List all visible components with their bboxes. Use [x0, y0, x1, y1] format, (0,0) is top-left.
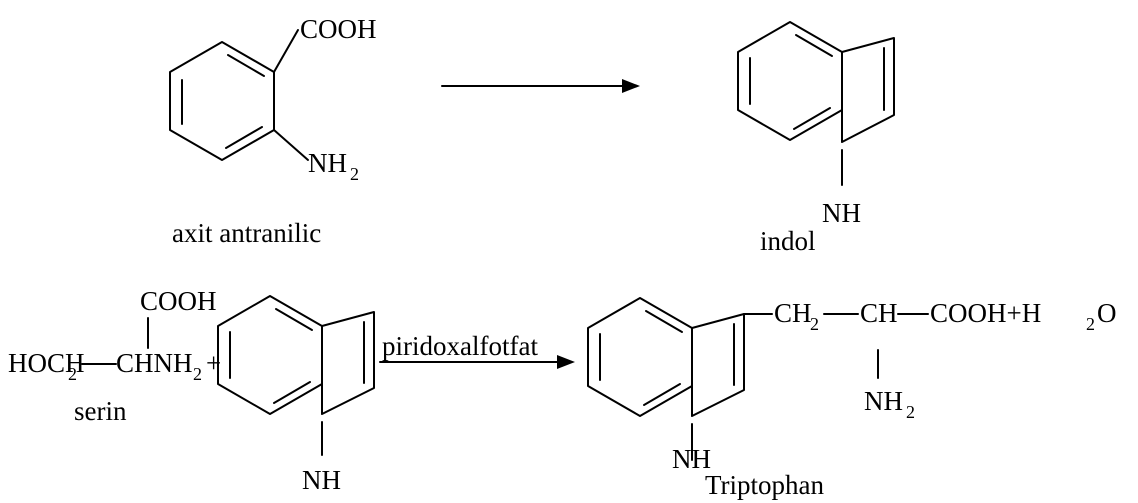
indole-reactant-nh-label: NH	[302, 465, 341, 495]
tryptophan-nh-label: NH	[672, 444, 711, 474]
benzene-ring	[587, 297, 693, 417]
serine-caption: serin	[74, 396, 127, 426]
tryptophan-nh2-sub: 2	[906, 402, 915, 422]
five-membered-ring	[321, 311, 375, 415]
anthranilic-acid-caption: axit antranilic	[172, 218, 321, 248]
five-membered-ring	[691, 313, 745, 417]
tryptophan-h2o-sub: 2	[1086, 314, 1095, 334]
serine-hoch-sub: 2	[68, 364, 77, 384]
indole-structure	[737, 21, 895, 186]
indole-reactant-structure	[217, 295, 375, 456]
five-membered-ring	[841, 37, 895, 143]
aromatic-double-bond	[275, 308, 313, 331]
aromatic-double-bond	[793, 107, 831, 130]
aromatic-double-bond	[227, 54, 265, 77]
tryptophan-h2o-end: O	[1097, 298, 1117, 328]
tryptophan-ch-label: CH	[860, 298, 898, 328]
benzene-ring	[169, 41, 275, 161]
aromatic-double-bond	[795, 34, 833, 57]
serine-cooh-label: COOH	[140, 286, 217, 316]
serine-chnh-main: CHNH	[116, 348, 193, 378]
aromatic-double-bond	[645, 310, 683, 333]
tryptophan-structure	[587, 297, 773, 461]
nh2-bond	[273, 129, 309, 161]
cooh-bond	[273, 29, 299, 73]
cooh-label: COOH	[300, 14, 377, 44]
nh2-label-sub: 2	[350, 164, 359, 184]
tryptophan-nh2-main: NH	[864, 386, 903, 416]
aromatic-double-bond	[225, 126, 263, 149]
indole-caption: indol	[760, 226, 816, 256]
serine-chnh-sub: 2	[193, 364, 202, 384]
benzene-ring	[217, 295, 323, 415]
serine-hoch-main: HOCH	[8, 348, 85, 378]
nh2-label-main: NH	[308, 148, 347, 178]
tryptophan-ch2-sub: 2	[810, 314, 819, 334]
tryptophan-caption: Triptophan	[705, 470, 825, 500]
indole-nh-label: NH	[822, 198, 861, 228]
tryptophan-ch2-main: CH	[774, 298, 812, 328]
aromatic-double-bond	[643, 383, 681, 406]
reaction-arrow-2	[379, 355, 575, 369]
benzene-ring	[737, 21, 843, 141]
aromatic-double-bond	[273, 381, 311, 404]
reaction-arrow-1	[441, 79, 640, 93]
anthranilic-acid-structure	[169, 29, 309, 161]
catalyst-label: piridoxalfotfat	[382, 331, 538, 361]
tryptophan-cooh-h2o-main: COOH+H	[930, 298, 1041, 328]
